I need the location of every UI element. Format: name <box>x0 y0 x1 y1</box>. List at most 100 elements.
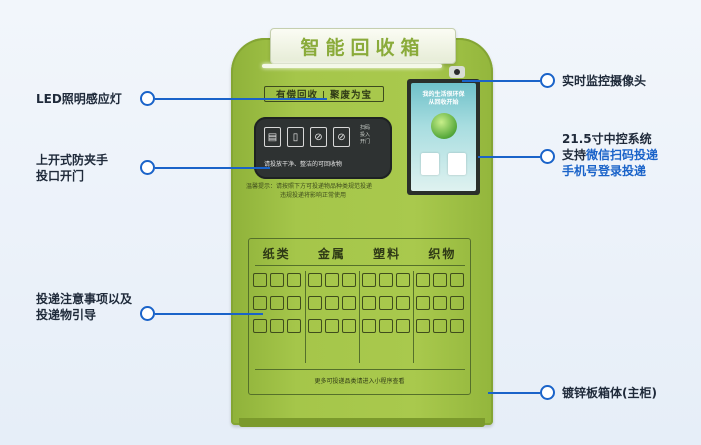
item-icon <box>396 273 410 287</box>
item-icon <box>342 296 356 310</box>
item-icon <box>416 296 430 310</box>
item-icon <box>396 319 410 333</box>
column-divider <box>413 271 414 363</box>
callout-camera-line <box>462 80 540 82</box>
item-icon <box>433 319 447 333</box>
no-liquid-icon: ⊘ <box>310 127 327 147</box>
column-divider <box>305 271 306 363</box>
callout-led-line <box>155 98 327 100</box>
slogan-right: 聚废为宝 <box>329 90 372 101</box>
item-icon <box>396 296 410 310</box>
callout-control-highlight: 微信扫码投递 <box>586 148 659 162</box>
slogan-plate: 有偿回收 | 聚废为宝 <box>264 86 384 102</box>
cabinet-title-sign: 智能回收箱 <box>270 28 456 64</box>
callout-led-dot <box>140 91 155 106</box>
item-icon <box>287 296 301 310</box>
item-icon <box>253 296 267 310</box>
item-icon <box>287 273 301 287</box>
callout-control-line <box>478 156 540 158</box>
camera-icon <box>449 66 465 78</box>
callout-camera-dot <box>540 73 555 88</box>
category-headers: 纸类 金属 塑料 织物 <box>249 245 470 262</box>
item-icon <box>450 273 464 287</box>
category-metal: 金属 <box>317 247 346 261</box>
callout-control-line1: 21.5寸中控系统 <box>562 132 652 146</box>
screen-subline: 从回收开始 <box>428 99 459 106</box>
item-icon <box>270 296 284 310</box>
item-icon <box>379 296 393 310</box>
paper-icon: ▤ <box>264 127 281 147</box>
item-icon <box>270 273 284 287</box>
qr-card-icon <box>421 153 439 175</box>
drop-port-door: ▤ ▯ ⊘ ⊘ 扫码投入开门 请投放干净、整洁的可回收物 <box>254 117 392 179</box>
globe-icon <box>431 113 457 139</box>
callout-led-label: LED照明感应灯 <box>36 92 122 106</box>
callout-guide-line1: 投递注意事项以及 <box>36 292 133 306</box>
screen-headline: 我的生活很环保 <box>422 91 465 98</box>
callout-guide-line2: 投递物引导 <box>36 308 97 322</box>
drop-port-side-text: 扫码投入开门 <box>359 125 370 145</box>
drop-port-icons: ▤ ▯ ⊘ ⊘ <box>264 127 350 147</box>
paper-items <box>253 273 301 333</box>
textile-items <box>416 273 464 333</box>
guide-divider-bottom <box>255 369 465 370</box>
callout-drop-port-line <box>155 167 270 169</box>
control-monitor: 我的生活很环保 从回收开始 <box>407 79 480 195</box>
item-icon <box>325 319 339 333</box>
item-icon <box>362 273 376 287</box>
guide-board: 纸类 金属 塑料 织物 更多可投递品类请进入小程序查看 <box>248 238 471 395</box>
item-icon <box>379 273 393 287</box>
callout-guide-line <box>155 313 263 315</box>
item-icon <box>253 273 267 287</box>
item-icon <box>362 296 376 310</box>
item-icon <box>450 319 464 333</box>
item-icon <box>308 296 322 310</box>
guide-divider-top <box>255 265 465 266</box>
callout-body-label: 镀锌板箱体(主柜) <box>562 386 657 400</box>
bottle-icon: ▯ <box>287 127 304 147</box>
callout-camera-label: 实时监控摄像头 <box>562 74 647 88</box>
slogan-divider: | <box>322 89 326 99</box>
item-icon <box>342 273 356 287</box>
category-plastic: 塑料 <box>373 247 402 261</box>
category-textile: 织物 <box>428 247 457 261</box>
column-divider <box>359 271 360 363</box>
item-icon <box>433 273 447 287</box>
callout-control-line2: 支持微信扫码投递 <box>562 147 658 163</box>
cabinet-base <box>239 418 485 427</box>
callout-drop-port-dot <box>140 160 155 175</box>
callout-body-dot <box>540 385 555 400</box>
warm-tip-line2: 违规投递将影响正常使用 <box>280 192 347 199</box>
item-icon <box>433 296 447 310</box>
item-icon <box>450 296 464 310</box>
item-icon <box>416 319 430 333</box>
item-icon <box>308 273 322 287</box>
monitor-screen: 我的生活很环保 从回收开始 <box>411 83 476 191</box>
item-icon <box>308 319 322 333</box>
callout-control-prefix: 支持 <box>562 148 587 162</box>
guide-footer: 更多可投递品类请进入小程序查看 <box>314 378 405 385</box>
drop-port-note: 请投放干净、整洁的可回收物 <box>264 161 343 168</box>
metal-items <box>308 273 356 333</box>
item-icon <box>287 319 301 333</box>
callout-drop-port-label: 上开式防夹手 投口开门 <box>36 152 108 184</box>
category-paper: 纸类 <box>262 247 291 261</box>
item-icon <box>270 319 284 333</box>
item-icon <box>379 319 393 333</box>
callout-drop-port-line2: 投口开门 <box>36 169 85 183</box>
slogan-left: 有偿回收 <box>276 90 319 101</box>
item-icon <box>416 273 430 287</box>
led-light-strip <box>262 64 442 68</box>
callout-body-line <box>488 392 540 394</box>
item-icon <box>362 319 376 333</box>
item-icon <box>325 273 339 287</box>
callout-guide-label: 投递注意事项以及 投递物引导 <box>36 291 132 323</box>
item-icon <box>342 319 356 333</box>
callout-control-line3: 手机号登录投递 <box>562 164 647 178</box>
item-icon <box>253 319 267 333</box>
item-icon <box>325 296 339 310</box>
no-trash-icon: ⊘ <box>333 127 350 147</box>
callout-control-dot <box>540 149 555 164</box>
callout-control-label: 21.5寸中控系统 支持微信扫码投递 手机号登录投递 <box>562 131 658 179</box>
callout-drop-port-line1: 上开式防夹手 <box>36 153 109 167</box>
